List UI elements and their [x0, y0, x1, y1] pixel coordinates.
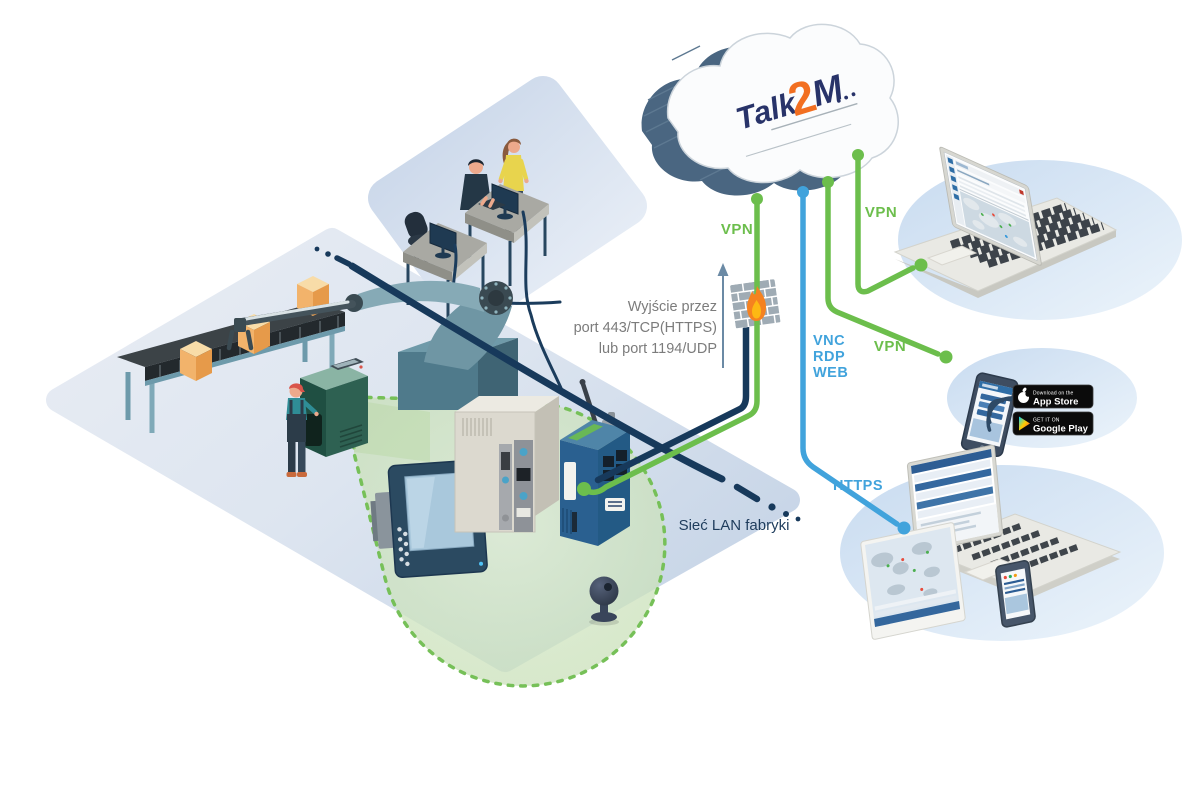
monitor-near	[429, 222, 457, 259]
laptop-ecatcher	[893, 146, 1182, 320]
router-uplink-line	[594, 306, 750, 484]
lan-line	[314, 246, 801, 522]
office-area	[386, 138, 563, 390]
m2web-laptop	[906, 444, 1122, 599]
firewall-note: Wyjście przez port 443/TCP(HTTPS) lub po…	[574, 299, 717, 357]
protocol-rdp: RDP	[813, 349, 845, 365]
plc-rack	[454, 396, 559, 533]
talk2m-cloud: Talk 2 M	[641, 23, 899, 196]
machine-cabinet	[300, 358, 368, 457]
protocol-web: WEB	[813, 365, 848, 381]
vpn-line-ewon	[577, 193, 763, 496]
keyboard-far	[478, 196, 506, 210]
trackpad	[926, 245, 978, 266]
camera	[589, 576, 619, 626]
vpn-label-laptop: VPN	[865, 204, 897, 221]
play-icon	[1019, 416, 1030, 431]
up-arrow-icon	[717, 263, 729, 368]
app-store-badge: Download on the App Store	[1012, 384, 1094, 409]
worker	[286, 383, 319, 477]
vpn-label-ewon: VPN	[721, 221, 753, 238]
apple-icon	[1018, 387, 1031, 403]
production-line	[117, 276, 518, 477]
machine-detail-devices	[370, 379, 630, 626]
app-store-badge-top: Download on the	[1033, 391, 1074, 397]
firewall-note-line2: port 443/TCP(HTTPS)	[574, 320, 717, 336]
m2web-devices	[840, 444, 1164, 641]
robot-arm	[226, 280, 518, 410]
protocol-vnc: VNC	[813, 333, 845, 349]
wifi-icon	[986, 396, 1021, 432]
lan-label: Sieć LAN fabryki	[679, 517, 790, 534]
mobile-device-group: Download on the App Store GET IT ON Goog…	[947, 348, 1137, 458]
zone-beam	[354, 400, 430, 462]
app-store-badge-name: App Store	[1033, 397, 1078, 408]
https-label: HTTPS	[833, 478, 883, 494]
vpn-line-laptop	[852, 149, 928, 295]
https-line	[797, 186, 911, 535]
vpn-label-mobile: VPN	[874, 338, 906, 355]
google-play-badge-name: Google Play	[1033, 424, 1089, 435]
google-play-badge: GET IT ON Google Play	[1012, 411, 1094, 436]
firewall-note-line3: lub port 1194/UDP	[599, 341, 717, 357]
firewall-note-line1: Wyjście przez	[628, 299, 717, 315]
robot-gripper	[226, 318, 254, 351]
vpn-line-mobile	[822, 176, 953, 364]
flame-icon	[747, 286, 766, 321]
m2web-tablet	[860, 522, 966, 640]
google-play-badge-top: GET IT ON	[1033, 418, 1060, 424]
m2web-phone	[995, 560, 1036, 628]
